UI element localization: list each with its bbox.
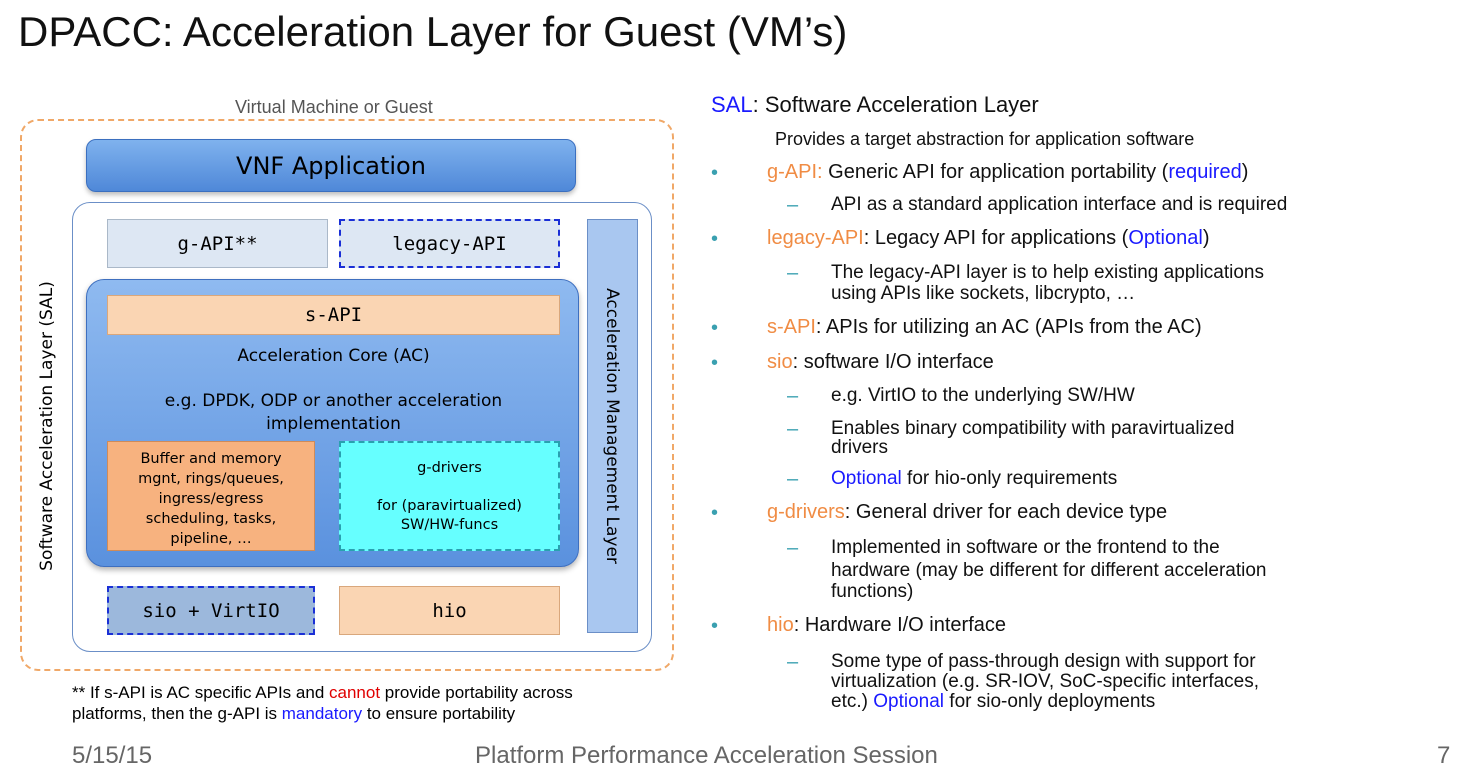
hio-sub-3-text: for sio-only deployments: [944, 691, 1156, 712]
g-drivers-label: g-drivers: [417, 460, 482, 476]
hio-item: hio: Hardware I/O interface: [767, 614, 1006, 637]
sio-sub-3-text: for hio-only requirements: [901, 468, 1118, 489]
bullet-icon: •: [711, 352, 719, 374]
ac-example-line-2: implementation: [266, 414, 401, 434]
footnote-text: ** If s-API is AC specific APIs and: [72, 683, 329, 702]
hio-optional: Optional: [873, 691, 945, 712]
bullet-icon: •: [711, 162, 719, 184]
hio-sub-3: etc.) Optional for sio-only deployments: [831, 692, 1155, 712]
footnote-text: provide portability across: [380, 683, 573, 702]
legacy-sub-2: using APIs like sockets, libcrypto, …: [831, 283, 1136, 304]
gapi-item: g-API: Generic API for application porta…: [767, 161, 1248, 184]
hio-sub-3-text: etc.): [831, 691, 874, 712]
hio-sub-1: Some type of pass-through design with su…: [831, 651, 1256, 672]
hio-sub-2: virtualization (e.g. SR-IOV, SoC-specifi…: [831, 671, 1260, 692]
sio-term: sio: [767, 351, 793, 373]
footnote-mandatory: mandatory: [281, 704, 363, 723]
sio-virtio-box: sio + VirtIO: [107, 586, 315, 635]
dash-icon: –: [787, 262, 799, 284]
hio-term: hio: [767, 614, 794, 636]
s-api-box: s-API: [107, 295, 560, 335]
sal-subtext: Provides a target abstraction for applic…: [775, 129, 1195, 149]
sal-heading-text: : Software Acceleration Layer: [752, 92, 1039, 117]
vm-frame: [20, 119, 674, 671]
slide-title: DPACC: Acceleration Layer for Guest (VM’…: [18, 8, 848, 55]
acceleration-management-layer-box: [587, 219, 638, 633]
dash-icon: –: [787, 194, 799, 216]
g-drivers-box: g-drivers for (paravirtualized) SW/HW-fu…: [339, 441, 560, 551]
legacy-api-box: legacy-API: [339, 219, 560, 268]
sal-vertical-label: Software Acceleration Layer (SAL): [37, 281, 57, 571]
gdrivers-term: g-drivers: [767, 501, 845, 523]
sio-item: sio: software I/O interface: [767, 351, 994, 374]
legacy-text: : Legacy API for applications (: [863, 227, 1129, 249]
sio-sub-3: Optional for hio-only requirements: [831, 469, 1117, 489]
dash-icon: –: [787, 385, 799, 407]
gapi-sub: API as a standard application interface …: [831, 194, 1288, 215]
buffer-line: scheduling, tasks,: [145, 511, 277, 527]
footer-session: Platform Performance Acceleration Sessio…: [475, 742, 938, 769]
sio-text: : software I/O interface: [792, 351, 994, 373]
ac-title: Acceleration Core (AC): [237, 346, 430, 366]
footer-page-number: 7: [1437, 742, 1451, 769]
sio-optional: Optional: [831, 468, 902, 489]
sal-term: SAL: [711, 92, 753, 117]
gapi-required: required: [1168, 161, 1242, 183]
hio-text: : Hardware I/O interface: [793, 614, 1007, 636]
gdrivers-sub-3: functions): [831, 581, 914, 602]
gdrivers-sub-1: Implemented in software or the frontend …: [831, 537, 1220, 558]
dash-icon: –: [787, 418, 799, 440]
gdrivers-text: : General driver for each device type: [844, 501, 1168, 523]
g-drivers-desc-2: SW/HW-funcs: [400, 517, 499, 533]
bullet-icon: •: [711, 502, 719, 524]
sapi-item: s-API: APIs for utilizing an AC (APIs fr…: [767, 316, 1202, 339]
gapi-close: ): [1241, 161, 1249, 183]
aml-label: Acceleration Management Layer: [602, 288, 622, 564]
gapi-term: g-API:: [767, 161, 823, 183]
dash-icon: –: [787, 537, 799, 559]
buffer-memory-box: Buffer and memory mgnt, rings/queues, in…: [107, 441, 315, 551]
bullet-icon: •: [711, 317, 719, 339]
buffer-line: Buffer and memory: [140, 451, 282, 467]
ac-example-line-1: e.g. DPDK, ODP or another acceleration: [164, 391, 503, 411]
legacy-close: ): [1202, 227, 1210, 249]
hio-box: hio: [339, 586, 560, 635]
sapi-text: : APIs for utilizing an AC (APIs from th…: [815, 316, 1202, 338]
bullet-icon: •: [711, 615, 719, 637]
dash-icon: –: [787, 651, 799, 673]
footnote-cannot: cannot: [329, 683, 381, 702]
buffer-line: mgnt, rings/queues,: [138, 471, 284, 487]
buffer-line: ingress/egress: [158, 491, 264, 507]
footnote: ** If s-API is AC specific APIs and cann…: [72, 682, 672, 724]
ac-example: e.g. DPDK, ODP or another acceleration i…: [107, 390, 560, 436]
footnote-text: to ensure portability: [362, 704, 516, 723]
legacy-term: legacy-API: [767, 227, 864, 249]
g-api-box: g-API**: [107, 219, 328, 268]
gdrivers-sub-2: hardware (may be different for different…: [831, 560, 1267, 581]
vnf-application-box: VNF Application: [86, 139, 576, 192]
dash-icon: –: [787, 468, 799, 490]
buffer-line: pipeline, …: [170, 531, 252, 547]
footer-date: 5/15/15: [72, 742, 153, 769]
vm-label: Virtual Machine or Guest: [235, 97, 433, 117]
sapi-term: s-API: [767, 316, 816, 338]
sio-sub-1: e.g. VirtIO to the underlying SW/HW: [831, 385, 1135, 406]
bullet-icon: •: [711, 228, 719, 250]
gdrivers-item: g-drivers: General driver for each devic…: [767, 501, 1167, 524]
g-drivers-desc-1: for (paravirtualized): [377, 498, 522, 514]
legacy-sub-1: The legacy-API layer is to help existing…: [831, 262, 1265, 283]
gapi-text: Generic API for application portability …: [822, 161, 1169, 183]
sio-sub-2a: Enables binary compatibility with paravi…: [831, 418, 1235, 439]
sal-heading: SAL: Software Acceleration Layer: [711, 92, 1039, 118]
legacy-item: legacy-API: Legacy API for applications …: [767, 227, 1209, 250]
legacy-optional: Optional: [1128, 227, 1203, 249]
footnote-text: platforms, then the g-API is: [72, 704, 282, 723]
sio-sub-2b: drivers: [831, 437, 889, 458]
